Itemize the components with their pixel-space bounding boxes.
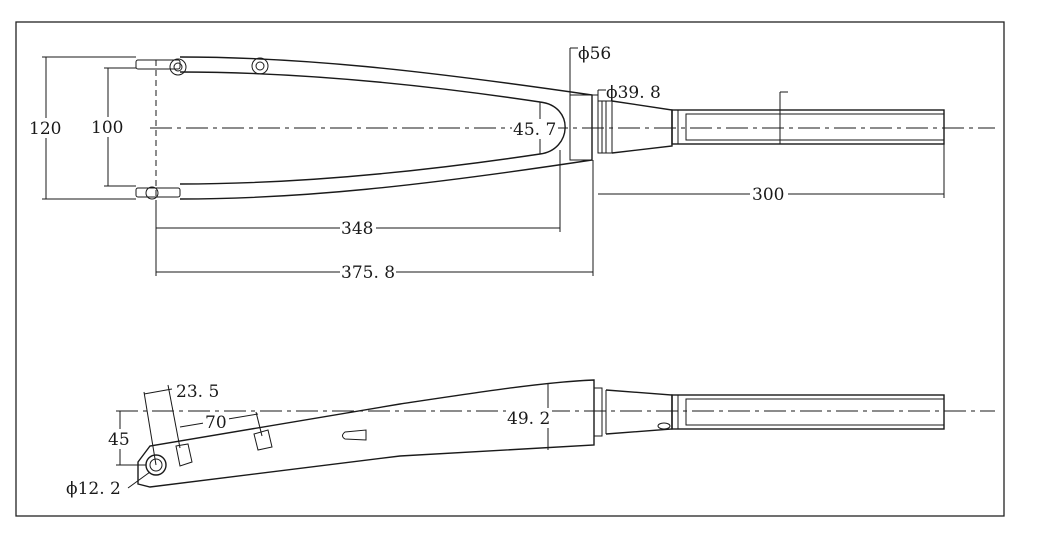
dim348-bg — [340, 218, 376, 238]
fender-mount — [253, 429, 273, 451]
fork-leg-side-outline — [137, 379, 595, 488]
dim-crown-49-2: 49. 2 — [507, 409, 550, 429]
tapered-steerer — [611, 100, 673, 154]
dim120-bg — [30, 118, 62, 138]
top-dropout-tab — [135, 59, 181, 70]
side-steerer-tube — [671, 394, 945, 430]
dim3758-bg — [340, 262, 396, 282]
dim-diameter-39-8: ϕ39. 8 — [606, 83, 661, 103]
dim70-ext-right — [255, 411, 263, 437]
dim-offset-70: 70 — [205, 413, 227, 433]
dim122-leader — [127, 471, 151, 489]
side-small-hole — [657, 422, 671, 430]
side-crown-race — [593, 387, 603, 437]
dropout-eyelet-inner — [173, 62, 183, 72]
side-view: 45 23. 5 70 49. 2 ϕ12. 2 — [66, 379, 995, 499]
dim300-bg — [750, 184, 788, 204]
dim-height-45: 45 — [108, 430, 130, 450]
fork-blades-inner — [179, 71, 566, 185]
steerer-inner — [685, 113, 945, 141]
dim-steerer-300: 300 — [752, 185, 784, 205]
axle-hole-inner — [149, 458, 163, 472]
dim-diameter-56: ϕ56 — [578, 44, 611, 64]
caliper-post — [175, 443, 193, 467]
side-tapered-steerer — [605, 389, 673, 435]
dim-height-120: 120 — [29, 119, 61, 139]
dim492-bg — [506, 408, 552, 428]
caliper-mount — [251, 57, 269, 75]
dim-length-348: 348 — [341, 219, 373, 239]
dim100-bg — [92, 117, 124, 137]
dim-length-375-8: 375. 8 — [341, 263, 395, 283]
side-steerer-inner — [685, 398, 945, 426]
dropout-eyelet — [169, 58, 187, 76]
top-view: ϕ56 ϕ39. 8 120 100 45. 7 348 — [29, 44, 995, 283]
dim-height-100: 100 — [91, 118, 123, 138]
bottom-dropout-tab — [135, 187, 181, 198]
dim235-line — [143, 388, 173, 395]
dim457-bg — [512, 119, 558, 139]
dim235-ext-left — [143, 391, 157, 466]
lower-eyelet — [145, 186, 159, 200]
dim235-ext-right — [167, 384, 181, 449]
dim-offset-23-5: 23. 5 — [176, 382, 219, 402]
side-bolt-slot — [342, 429, 367, 441]
lower-bearing-seat — [597, 100, 613, 154]
dim70-bg — [203, 412, 229, 432]
dim-axle-12-2: ϕ12. 2 — [66, 479, 121, 499]
dim-crown-45-7: 45. 7 — [513, 120, 556, 140]
caliper-mount-inner — [255, 61, 265, 71]
dim45-bg — [107, 429, 131, 449]
steerer-tube — [671, 109, 945, 145]
drawing-frame — [15, 21, 1005, 517]
